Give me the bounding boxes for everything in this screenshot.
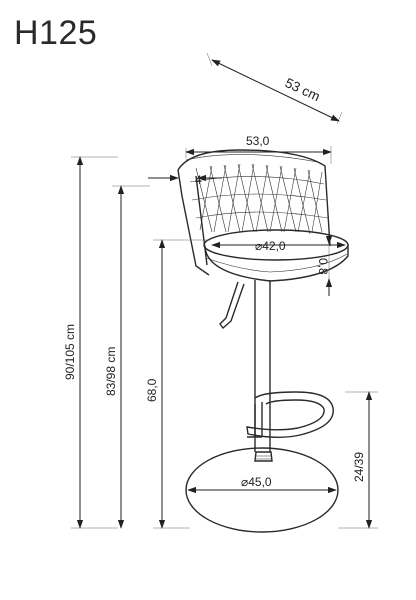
dimension-lines bbox=[71, 52, 378, 529]
depth-label: 53 cm bbox=[283, 75, 323, 104]
seat-diameter-label: ⌀42,0 bbox=[255, 239, 286, 253]
footrest-height-label: 24/39 bbox=[352, 452, 366, 482]
footrest-ring bbox=[246, 391, 334, 438]
base-diameter-label: ⌀45,0 bbox=[241, 475, 272, 489]
backrest-thickness-label: 4 bbox=[195, 173, 202, 187]
seat-cushion bbox=[204, 244, 349, 282]
seat-height-label: 68,0 bbox=[145, 378, 159, 402]
backrest-width-label: 53,0 bbox=[246, 134, 270, 148]
backrest-height-label: 83/98 cm bbox=[104, 347, 118, 396]
pole-socket bbox=[254, 451, 273, 462]
model-title: H125 bbox=[14, 14, 98, 52]
base-disc bbox=[185, 447, 339, 533]
height-lever bbox=[219, 281, 245, 330]
seat-thickness-label: 0,8 bbox=[316, 258, 330, 275]
total-height-label: 90/105 cm bbox=[63, 324, 77, 380]
woven-pattern bbox=[189, 163, 329, 235]
